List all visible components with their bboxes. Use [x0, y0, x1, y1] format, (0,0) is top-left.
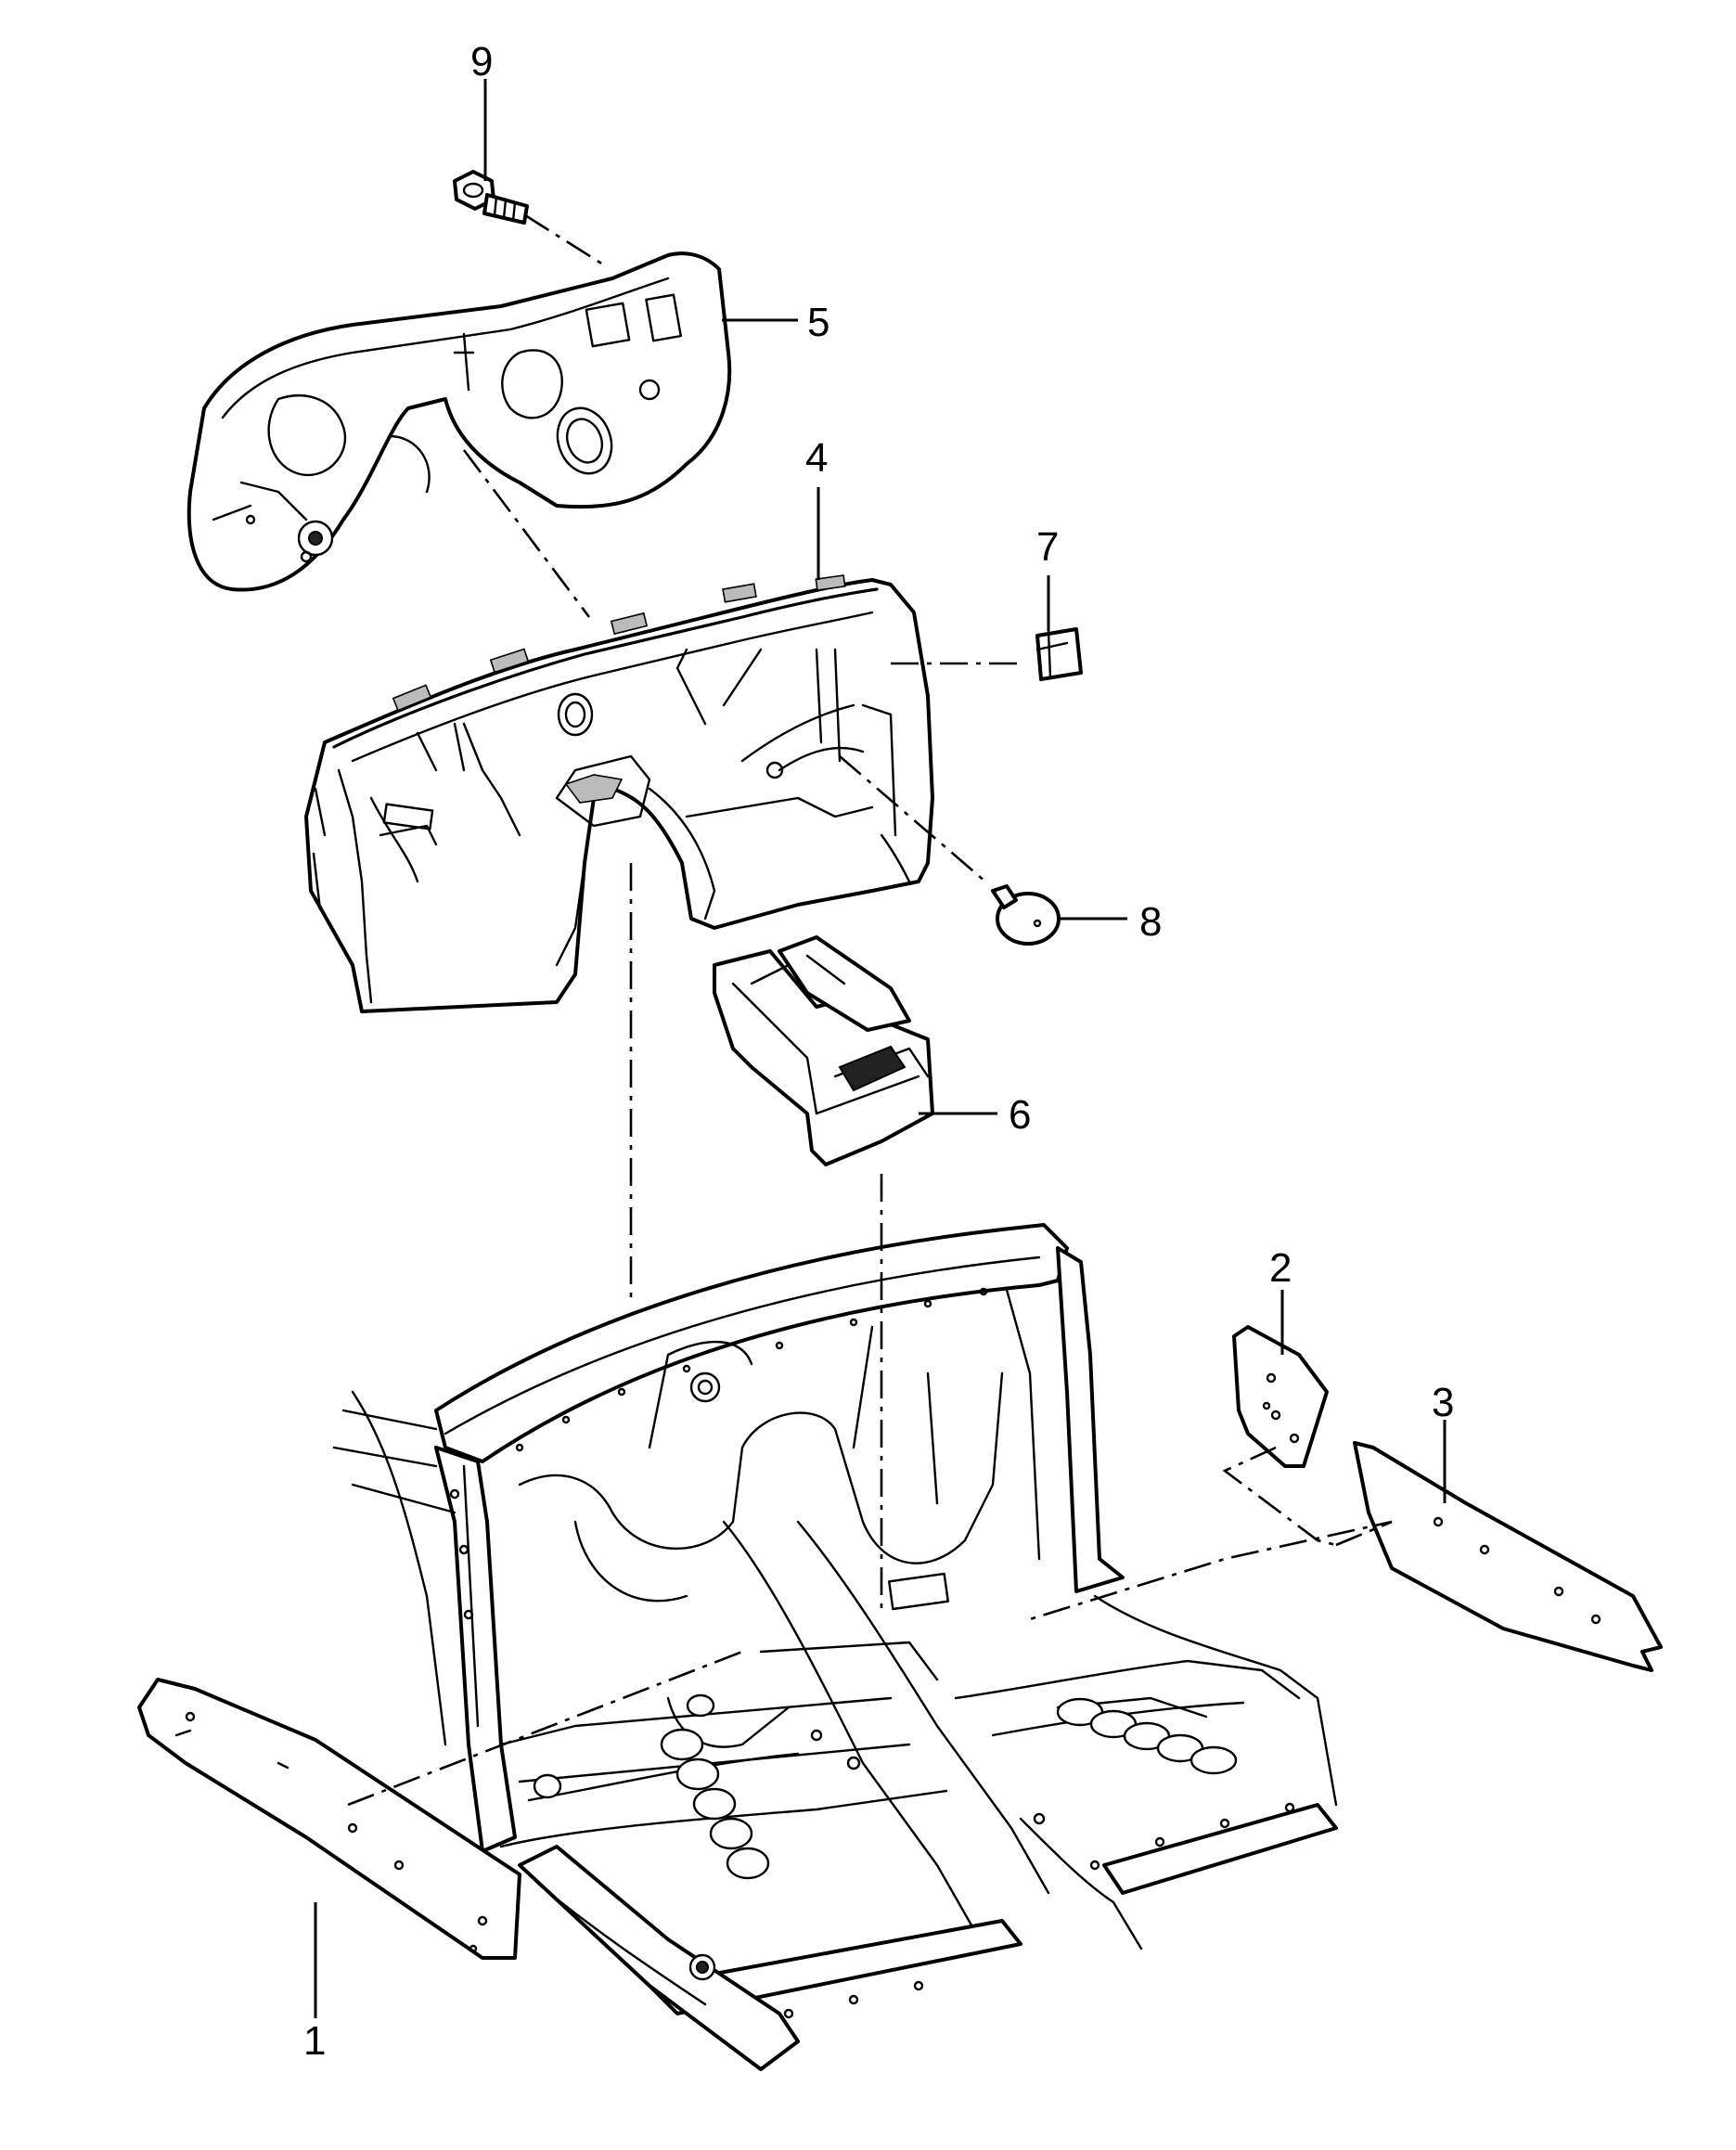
part-2-insulation-pad — [1232, 1325, 1329, 1468]
callout-5: 5 — [807, 300, 830, 345]
body-floor-structure — [332, 1223, 1338, 2071]
part-6-bracket — [713, 935, 934, 1166]
callout-2: 2 — [1269, 1245, 1292, 1291]
part-9-bolt — [453, 170, 529, 225]
callout-6: 6 — [1009, 1092, 1032, 1138]
right-floor-holes — [1056, 1697, 1238, 1775]
callout-9: 9 — [470, 39, 494, 84]
assembly-lines — [347, 213, 1393, 1807]
part-7-clip — [1035, 627, 1083, 681]
left-floor-holes — [533, 1693, 770, 1880]
callout-4: 4 — [805, 435, 829, 481]
leader-lines — [314, 79, 1447, 2018]
part-8-push-fastener — [991, 884, 1061, 946]
part-1-insulation-strip-left — [137, 1678, 521, 1960]
part-3-insulation-strip-right — [1353, 1441, 1663, 1672]
callout-1: 1 — [303, 2018, 327, 2064]
callout-3: 3 — [1432, 1380, 1455, 1425]
callout-8: 8 — [1139, 899, 1163, 945]
body-fastener-holes — [449, 1287, 1295, 2019]
callout-7: 7 — [1036, 524, 1060, 570]
part-4-firewall-insulation-main — [304, 574, 934, 1013]
part-5-firewall-insulation-upper — [186, 251, 732, 592]
rim-foam-patches — [392, 574, 846, 712]
